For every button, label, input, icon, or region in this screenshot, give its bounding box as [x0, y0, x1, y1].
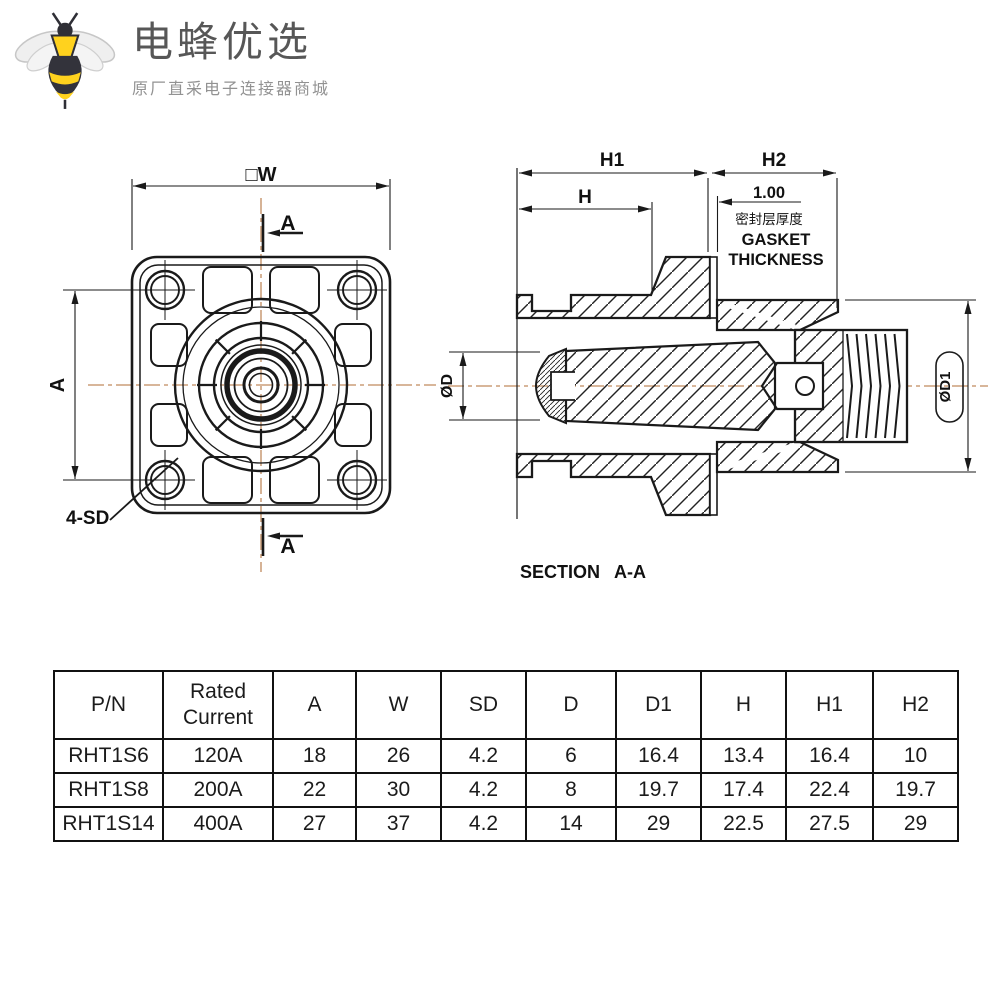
dim-h2-label: H2	[762, 150, 786, 171]
dim-a-label: A	[47, 378, 69, 392]
table-cell: 16.4	[785, 738, 874, 774]
section-caption-ref: A-A	[614, 562, 646, 582]
holes-label: 4-SD	[66, 508, 109, 529]
col-header-w: W	[355, 670, 442, 740]
front-view	[63, 179, 392, 556]
gasket-label-en-1: GASKET	[742, 231, 811, 249]
shell-wall-top	[515, 255, 712, 320]
flange-inner-line	[139, 264, 383, 506]
table-cell: 22.5	[700, 806, 787, 842]
dim-d1	[845, 299, 976, 473]
finger-slit-bottom	[726, 442, 796, 470]
table-cell: 37	[355, 806, 442, 842]
bolt-hole	[795, 376, 815, 396]
table-row: RHT1S6 120A 18 26 4.2 6 16.4 13.4 16.4 1…	[53, 738, 959, 774]
dim-w-label: □W	[246, 164, 277, 186]
table-cell: 19.7	[872, 772, 959, 808]
gasket-strip-top	[709, 256, 718, 319]
table-cell: 16.4	[615, 738, 702, 774]
gasket-label-en-2: THICKNESS	[728, 251, 823, 269]
table-cell: 8	[525, 772, 617, 808]
table-cell: 27.5	[785, 806, 874, 842]
thread-profile	[846, 333, 901, 439]
hole-crosshairs	[135, 260, 387, 510]
table-cell: 22	[272, 772, 357, 808]
cell-rated: 400A	[162, 806, 274, 842]
cell-rated: 200A	[162, 772, 274, 808]
side-section-view	[449, 168, 976, 519]
section-cut-marks	[261, 214, 303, 556]
table-cell: 17.4	[700, 772, 787, 808]
col-header-rated: Rated Current	[162, 670, 274, 740]
brand-logo: 电蜂优选 原厂直采电子连接器商城	[14, 10, 330, 112]
dim-h-label: H	[578, 187, 592, 208]
face-pockets	[150, 266, 372, 504]
dim-d1-label: ØD1	[937, 372, 954, 403]
gasket-label-cn: 密封层厚度	[735, 211, 803, 227]
table-cell: 29	[872, 806, 959, 842]
spec-table-wrap: P/N Rated Current A W SD D D1 H H1 H2 RH…	[53, 670, 959, 842]
flange-outline	[130, 255, 392, 515]
table-cell: 10	[872, 738, 959, 774]
spec-table: P/N Rated Current A W SD D D1 H H1 H2 RH…	[53, 670, 959, 842]
gasket-value: 1.00	[753, 184, 785, 202]
dim-d-label: ØD	[439, 374, 456, 398]
col-header-h1: H1	[785, 670, 874, 740]
brand-text: 电蜂优选 原厂直采电子连接器商城	[132, 10, 330, 99]
finger-slit-top	[726, 302, 796, 330]
table-cell: 4.2	[440, 806, 527, 842]
side-dim-lines	[519, 172, 838, 308]
table-cell: 26	[355, 738, 442, 774]
table-cell: 14	[525, 806, 617, 842]
wire-entry-notch	[550, 371, 575, 401]
table-cell: 13.4	[700, 738, 787, 774]
brand-title: 电蜂优选	[132, 19, 312, 65]
table-cell: 4.2	[440, 738, 527, 774]
table-cell: 27	[272, 806, 357, 842]
shell-wall-bottom	[515, 452, 712, 517]
cell-pn: RHT1S6	[53, 738, 164, 774]
table-row: RHT1S14 400A 27 37 4.2 14 29 22.5 27.5 2…	[53, 806, 959, 842]
dimension-arrows	[71, 169, 972, 540]
dim-w	[131, 179, 391, 250]
col-header-d: D	[525, 670, 617, 740]
table-row: RHT1S8 200A 22 30 4.2 8 19.7 17.4 22.4 1…	[53, 772, 959, 808]
brand-subtitle: 原厂直采电子连接器商城	[132, 81, 331, 99]
section-caption-word: SECTION	[520, 562, 600, 582]
col-header-d1: D1	[615, 670, 702, 740]
table-cell: 22.4	[785, 772, 874, 808]
table-cell: 30	[355, 772, 442, 808]
table-cell: 19.7	[615, 772, 702, 808]
table-cell: 18	[272, 738, 357, 774]
table-cell: 4.2	[440, 772, 527, 808]
gasket-strip-bottom	[709, 453, 718, 516]
col-header-a: A	[272, 670, 357, 740]
col-header-pn: P/N	[53, 670, 164, 740]
connector-spokes	[197, 321, 325, 449]
header-row: P/N Rated Current A W SD D D1 H H1 H2	[53, 670, 959, 740]
col-header-sd: SD	[440, 670, 527, 740]
holes-leader-line	[109, 457, 179, 521]
col-header-h2: H2	[872, 670, 959, 740]
section-arrow-label-top: A	[280, 212, 295, 235]
bee-icon	[14, 12, 116, 109]
cell-pn: RHT1S14	[53, 806, 164, 842]
cell-pn: RHT1S8	[53, 772, 164, 808]
dim-h1-label: H1	[600, 150, 625, 171]
d1-label-frame	[935, 351, 964, 423]
dim-a	[63, 289, 147, 481]
table-cell: 29	[615, 806, 702, 842]
conductor-barrel	[564, 340, 777, 432]
section-arrow-label-bottom: A	[280, 535, 295, 558]
cell-rated: 120A	[162, 738, 274, 774]
clamp-cone-bottom	[715, 440, 840, 474]
col-header-h: H	[700, 670, 787, 740]
table-cell: 6	[525, 738, 617, 774]
bee-body	[48, 12, 82, 109]
clamp-cone-top	[715, 298, 840, 332]
